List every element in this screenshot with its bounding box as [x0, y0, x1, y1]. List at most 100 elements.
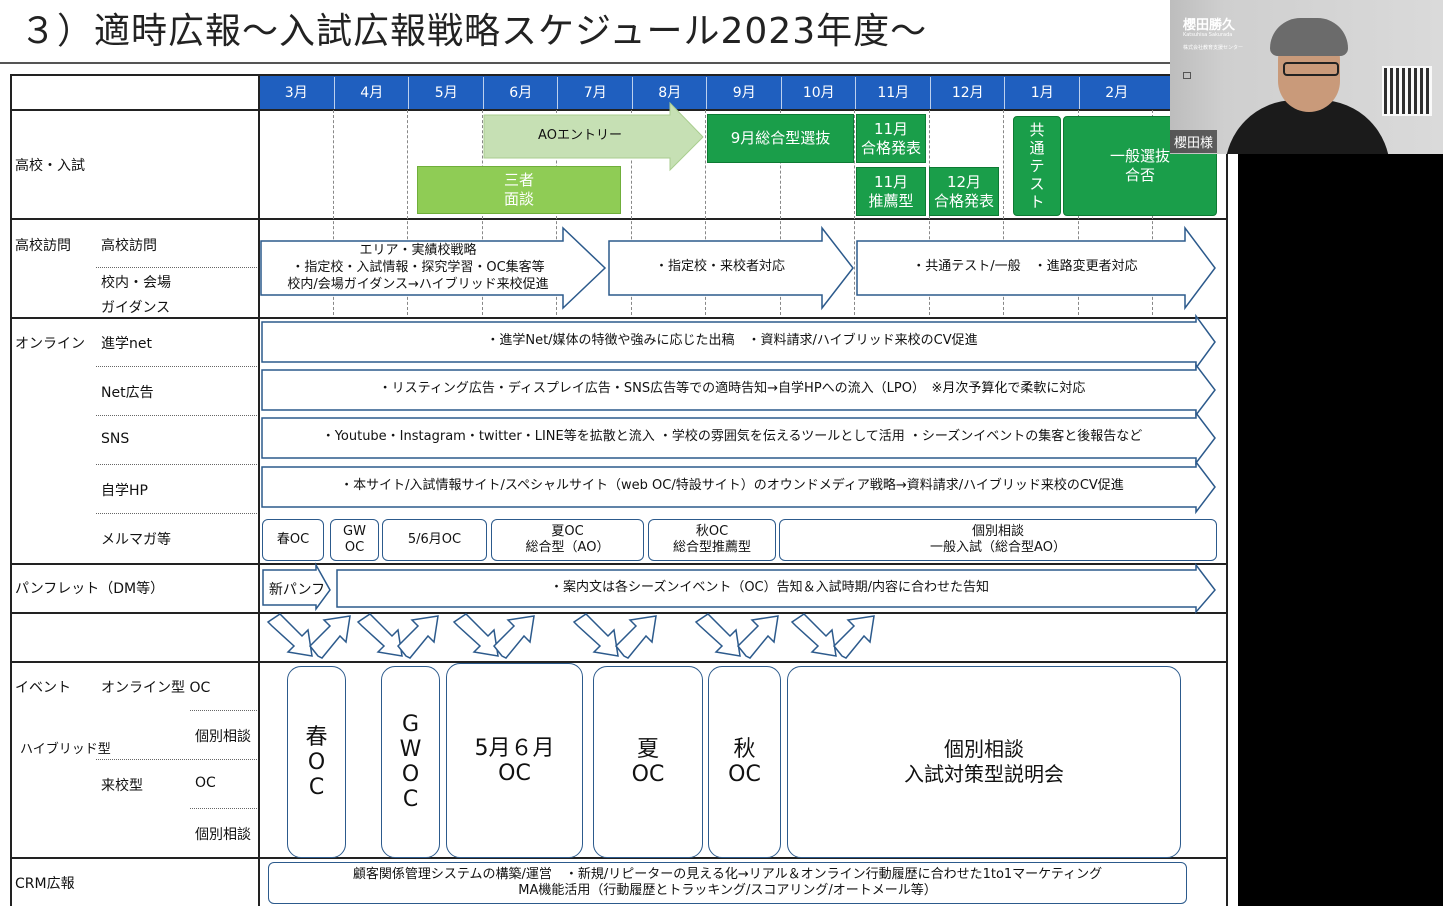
visit-arrow-1-line3: 校内/会場ガイダンス→ハイブリッド来校促進	[287, 277, 549, 292]
event-gw-char: G	[401, 712, 420, 737]
row-label-kobetsu2: 個別相談	[195, 827, 251, 843]
grid-col	[1003, 110, 1004, 315]
happyo-11-box: 11月 合格発表	[856, 114, 926, 163]
month-header-cell: 4月	[333, 77, 410, 109]
month-header-cell: 7月	[557, 77, 633, 109]
ao-entry-arrow	[483, 101, 704, 172]
grid-subrow	[96, 415, 259, 416]
qr-code-icon	[1382, 66, 1432, 116]
kyotsu-char: ス	[1029, 175, 1045, 193]
flow-arrows	[266, 613, 875, 659]
sns-arrow	[261, 410, 1216, 466]
mail-gw-box: GW OC	[330, 519, 379, 561]
mail-natsu-line2: 総合型（AO）	[525, 540, 610, 555]
event-aki-line1: 秋	[733, 737, 756, 762]
row-label-koukou-houmon-sub: 高校訪問	[101, 238, 157, 254]
mail-may-june-box: 5/6月OC	[382, 519, 487, 561]
sansha-box: 三者 面談	[417, 166, 621, 214]
sns-arrow-text: ・Youtube・Instagram・twitter・LINE等を拡散と流入 ・…	[321, 429, 1143, 444]
happyo-11-line1: 11月	[873, 119, 909, 138]
row-label-online: オンライン	[15, 336, 85, 352]
hp-arrow	[261, 459, 1216, 515]
month-header-cell: 10月	[780, 77, 857, 109]
event-gw-box: G W O C	[381, 666, 440, 858]
happyo-11-line2: 合格発表	[860, 138, 921, 157]
event-natsu-box: 夏 OC	[593, 666, 703, 858]
presenter-glasses-icon	[1283, 62, 1339, 76]
row-label-jigaku-hp: 自学HP	[101, 483, 148, 499]
sogo-9-label: 9月総合型選抜	[730, 129, 831, 147]
grid-row	[10, 109, 1228, 111]
row-label-pamphlet: パンフレット（DM等）	[15, 581, 165, 597]
new-pamphlet-label: 新パンフ	[268, 582, 326, 598]
crm-box: 顧客関係管理システムの構築/運営 ・新規/リピーターの見える化→リアル＆オンライ…	[268, 862, 1187, 904]
happyo-12-box: 12月 合格発表	[929, 167, 999, 216]
mail-kobetsu-line1: 個別相談	[971, 524, 1024, 539]
visit-arrow-1	[260, 226, 607, 310]
visit-arrow-3-text: ・共通テスト/一般 ・進路変更者対応	[912, 259, 1138, 274]
presenter-name-jp: 櫻田勝久	[1183, 18, 1236, 33]
ippan-line2: 合否	[1124, 166, 1155, 184]
event-may-june-line2: OC	[498, 760, 531, 786]
grid-row	[10, 218, 1228, 220]
presenter-video[interactable]: 櫻田勝久 Katsuhisa Sakurada 株式会社教育支援センター 櫻田様	[1170, 0, 1443, 154]
arrow-layer	[260, 101, 1216, 659]
month-header-cell: 5月	[408, 77, 484, 109]
event-haru-char: C	[308, 774, 325, 800]
grid-right	[1226, 74, 1228, 906]
ippan-line1: 一般選抜	[1109, 147, 1170, 165]
event-aki-box: 秋 OC	[708, 666, 781, 858]
sansha-line2: 面談	[503, 190, 534, 208]
suisen-11-line1: 11月	[873, 172, 909, 191]
event-gw-char: W	[399, 737, 422, 762]
visit-arrow-1-text: エリア・実績校戦略 ・指定校・入試情報・探究学習・OC集客等 校内/会場ガイダン…	[268, 242, 568, 293]
kyotsu-test-box: 共 通 テ ス ト	[1013, 116, 1061, 216]
mail-aki-line1: 秋OC	[695, 524, 729, 539]
visit-arrow-1-line2: ・指定校・入試情報・探究学習・OC集客等	[291, 260, 545, 275]
row-label-shingaku-net: 進学net	[101, 336, 152, 352]
row-label-net-koukoku: Net広告	[101, 385, 154, 401]
event-gw-char: C	[402, 787, 419, 812]
grid-row	[10, 317, 1228, 319]
grid-label-col	[258, 74, 260, 906]
grid-left	[10, 74, 12, 906]
mail-gw-line2: OC	[344, 540, 365, 555]
grid-row	[10, 563, 1228, 565]
row-label-online-oc: オンライン型 OC	[101, 680, 211, 696]
grid-col	[705, 110, 706, 315]
grid-subrow	[96, 267, 259, 268]
row-label-guidance: ガイダンス	[101, 300, 171, 316]
event-haru-box: 春 O C	[287, 666, 346, 858]
new-pamphlet-arrow	[262, 562, 331, 612]
event-natsu-line2: OC	[631, 762, 665, 787]
mail-kobetsu-line2: 一般入試（総合型AO）	[930, 540, 1066, 555]
month-header-cell: 2月	[1078, 77, 1155, 109]
happyo-12-line2: 合格発表	[933, 191, 994, 210]
event-haru-char: O	[307, 749, 326, 775]
event-kobetsu-line2: 入試対策型説明会	[904, 762, 1064, 786]
row-label-kobetsu1: 個別相談	[195, 729, 251, 745]
month-header-cell: 6月	[482, 77, 559, 109]
event-kobetsu-box: 個別相談 入試対策型説明会	[787, 666, 1181, 858]
month-header-cell: 1月	[1004, 77, 1080, 109]
mail-kobetsu-box: 個別相談 一般入試（総合型AO）	[779, 519, 1217, 561]
happyo-12-line1: 12月	[946, 172, 982, 191]
mail-haru-box: 春OC	[262, 519, 324, 561]
visit-arrow-3	[856, 225, 1216, 311]
suisen-11-line2: 推薦型	[868, 191, 914, 210]
row-label-sns: SNS	[101, 431, 130, 447]
month-header-cell: 9月	[706, 77, 782, 109]
row-label-koukou-houmon: 高校訪問	[15, 238, 71, 254]
suisen-11-box: 11月 推薦型	[856, 167, 926, 216]
shingaku-arrow	[261, 313, 1216, 371]
row-label-crm: CRM広報	[15, 876, 75, 892]
month-header-cell: 11月	[855, 77, 931, 109]
mail-natsu-box: 夏OC 総合型（AO）	[491, 519, 644, 561]
month-header-cell: 8月	[631, 77, 708, 109]
grid-row	[10, 857, 1228, 859]
ao-entry-label: AOエントリー	[538, 128, 622, 143]
grid-col	[854, 110, 855, 315]
grid-col	[333, 110, 334, 315]
grid-row	[10, 661, 1228, 663]
presenter-name-en: Katsuhisa Sakurada	[1183, 32, 1233, 38]
